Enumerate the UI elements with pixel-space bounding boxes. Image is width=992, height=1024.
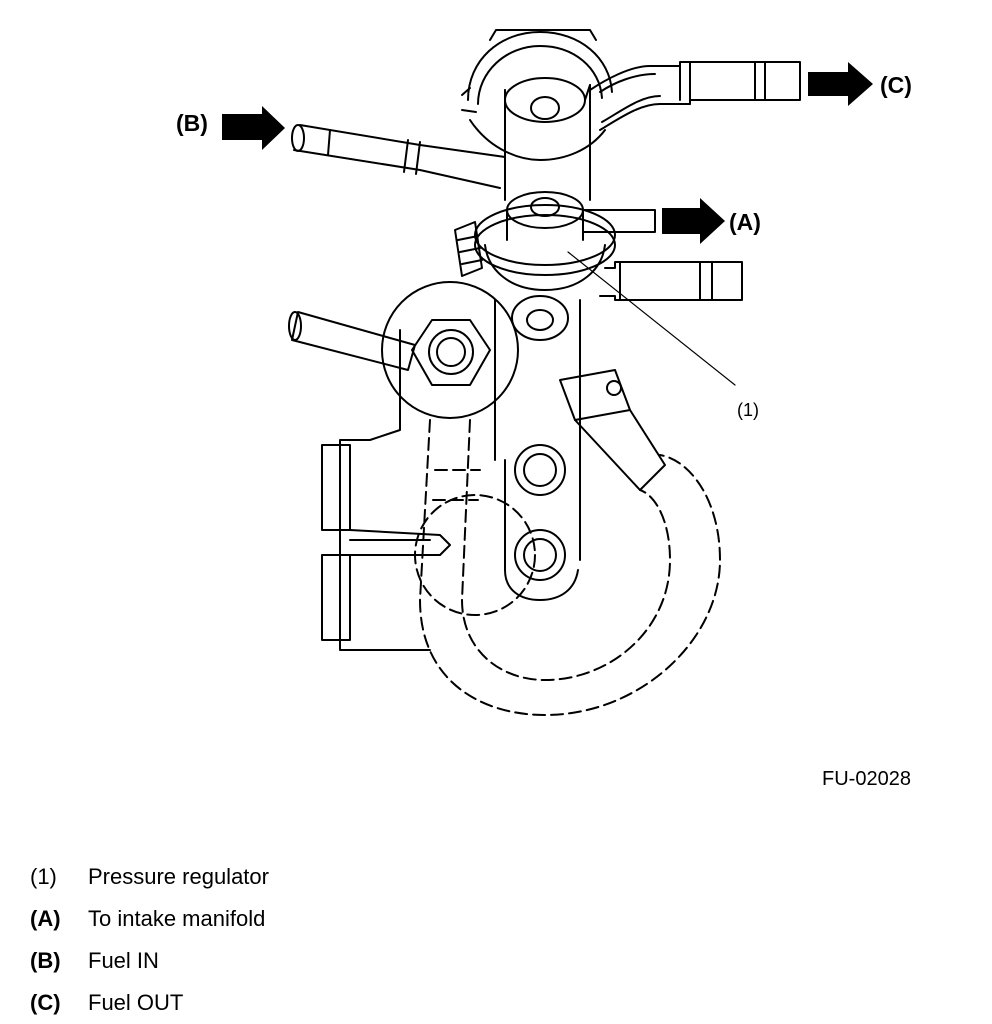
return-hose xyxy=(414,419,721,716)
intake-nipple xyxy=(582,209,656,233)
left-nipple xyxy=(288,311,416,371)
callout-c: (C) xyxy=(880,72,912,98)
legend-text: Fuel IN xyxy=(88,948,159,973)
legend-key: (C) xyxy=(30,990,61,1015)
arrow-c-icon xyxy=(808,62,873,106)
leader-line-1 xyxy=(567,251,736,386)
regulator-disc xyxy=(474,191,616,291)
lower-rail xyxy=(494,295,581,601)
legend-item-c: (C) Fuel OUT xyxy=(30,982,269,1024)
figure-code: FU-02028 xyxy=(822,768,911,790)
regulator-body xyxy=(504,77,591,201)
legend-item-a: (A) To intake manifold xyxy=(30,898,269,940)
legend-text: Fuel OUT xyxy=(88,990,184,1015)
legend-text: Pressure regulator xyxy=(88,864,269,889)
legend-item-b: (B) Fuel IN xyxy=(30,940,269,982)
fuel-out-pipe xyxy=(589,61,801,131)
legend-key: (1) xyxy=(30,864,57,889)
arrow-b-icon xyxy=(222,106,285,150)
side-bolt xyxy=(454,221,483,277)
top-canister xyxy=(461,29,613,161)
fuel-in-pipe xyxy=(291,124,506,189)
legend-key: (B) xyxy=(30,948,61,973)
base-block xyxy=(321,329,451,651)
legend-text: To intake manifold xyxy=(88,906,266,931)
callout-a: (A) xyxy=(729,209,761,235)
hex-nut xyxy=(381,281,519,419)
legend-key: (A) xyxy=(30,906,61,931)
legend: (1) Pressure regulator (A) To intake man… xyxy=(30,856,269,1024)
hose-clamp xyxy=(559,369,666,491)
callout-b: (B) xyxy=(176,110,208,136)
callout-1: (1) xyxy=(737,400,759,420)
pressure-regulator-diagram: (B) (A) (C) (1) xyxy=(176,29,912,716)
legend-item-1: (1) Pressure regulator xyxy=(30,856,269,898)
arrow-a-icon xyxy=(662,198,725,244)
